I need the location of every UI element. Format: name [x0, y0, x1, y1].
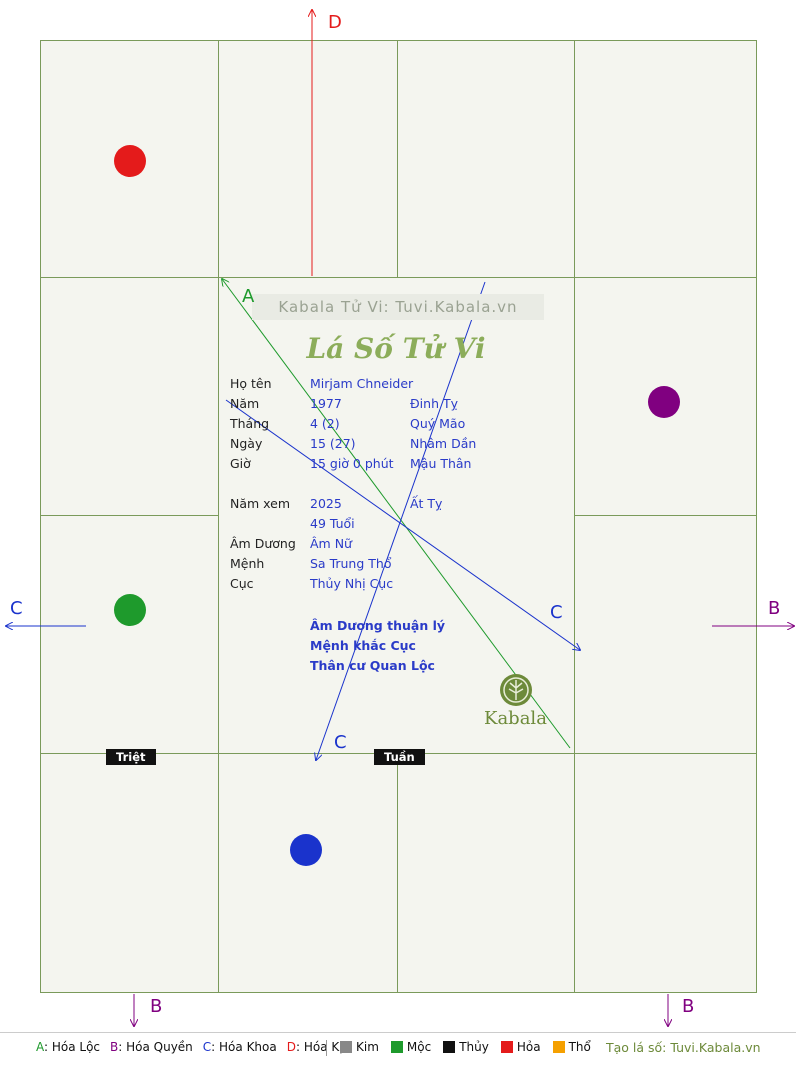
info-label: Ngày	[230, 436, 263, 451]
palace-ty[interactable]	[40, 40, 219, 278]
arrow-label-c-bottom: C	[334, 732, 347, 753]
info-row: Năm xem 2025 Ất Tỵ	[230, 496, 560, 512]
legend-element-item: Mộc	[390, 1040, 431, 1054]
info-label: Cục	[230, 576, 254, 591]
legend-element-item: Hỏa	[500, 1040, 541, 1054]
triet-tag: Triệt	[106, 749, 156, 765]
info-label: Giờ	[230, 456, 251, 471]
arrow-label-b-bottom-left: B	[150, 996, 163, 1017]
info-value: Thủy Nhị Cục	[310, 576, 394, 591]
info-value-2: Nhâm Dần	[410, 436, 477, 451]
info-row: Năm 1977 Đinh Tỵ	[230, 396, 560, 412]
info-value-2: Mậu Thân	[410, 456, 472, 471]
info-value: 15 (27)	[310, 436, 356, 451]
note-line: Âm Dương thuận lý	[310, 618, 446, 633]
info-value: 49 Tuổi	[310, 516, 355, 531]
info-value: Sa Trung Thổ	[310, 556, 392, 571]
arrow-label-d: D	[328, 12, 342, 33]
arrow-label-c-left: C	[10, 598, 23, 619]
info-row: Giờ 15 giờ 0 phút Mậu Thân	[230, 456, 560, 472]
transformation-badge	[114, 594, 146, 626]
palace-thin[interactable]	[40, 277, 219, 516]
arrow-label-b-bottom-right: B	[682, 996, 695, 1017]
palace-tuat[interactable]	[574, 515, 757, 754]
kabala-tree-icon	[500, 674, 532, 706]
arrow-label-b-right: B	[768, 598, 781, 619]
note-line: Thân cư Quan Lộc	[310, 658, 435, 673]
chart-center-panel: Kabala Tử Vi: Tuvi.Kabala.vn Lá Số Tử Vi…	[218, 276, 574, 753]
chart-title: Lá Số Tử Vi	[306, 332, 486, 365]
legend-element-item: Thổ	[552, 1040, 591, 1054]
line-a	[222, 279, 571, 749]
palace-ti[interactable]	[397, 753, 575, 993]
palace-mao[interactable]	[40, 515, 219, 754]
info-row: Tháng 4 (2) Quý Mão	[230, 416, 560, 432]
info-value: 4 (2)	[310, 416, 340, 431]
info-label: Tháng	[230, 416, 270, 431]
legend-hoa-item: D: Hóa Kị	[286, 1040, 343, 1054]
info-row: Cục Thủy Nhị Cục	[230, 576, 560, 592]
info-value: Mirjam Chneider	[310, 376, 414, 391]
info-row: Ngày 15 (27) Nhâm Dần	[230, 436, 560, 452]
palace-ngo[interactable]	[218, 40, 398, 278]
info-value: Âm Nữ	[310, 536, 352, 551]
legend-elements: Kim Mộc Thủy Hỏa Thổ	[340, 1040, 603, 1056]
info-row: Họ tên Mirjam Chneider	[230, 376, 560, 392]
palace-hoi[interactable]	[574, 753, 757, 993]
info-value: 15 giờ 0 phút	[310, 456, 394, 471]
info-row: Mệnh Sa Trung Thổ	[230, 556, 560, 572]
line-c-diag	[225, 399, 580, 650]
legend-hoa-item: A: Hóa Lộc	[36, 1040, 101, 1054]
info-label: Năm	[230, 396, 260, 411]
palace-than[interactable]	[574, 40, 757, 278]
legend-hoa-item: C: Hóa Khoa	[202, 1040, 277, 1054]
info-row: 49 Tuổi	[230, 516, 560, 532]
line-c-down	[316, 281, 486, 760]
info-label: Âm Dương	[230, 536, 296, 551]
palace-dan[interactable]	[40, 753, 219, 993]
palace-dau[interactable]	[574, 277, 757, 516]
legend-element-item: Kim	[340, 1040, 379, 1054]
transformation-badge	[114, 145, 146, 177]
info-value: 1977	[310, 396, 342, 411]
transformation-badge	[290, 834, 322, 866]
legend-hoa: A: Hóa Lộc B: Hóa Quyền C: Hóa Khoa D: Hóa …	[36, 1040, 353, 1056]
tuan-tag: Tuần	[374, 749, 425, 765]
info-label: Mệnh	[230, 556, 265, 571]
arrow-label-a: A	[242, 286, 255, 307]
watermark-text: Kabala Tử Vi: Tuvi.Kabala.vn	[252, 294, 544, 320]
legend-divider	[0, 1032, 796, 1033]
info-label: Năm xem	[230, 496, 291, 511]
palace-suu[interactable]	[218, 753, 398, 993]
info-row: Âm Dương Âm Nữ	[230, 536, 560, 552]
kabala-brand: Kabala	[484, 708, 547, 729]
info-value-2: Quý Mão	[410, 416, 466, 431]
info-label: Họ tên	[230, 376, 272, 391]
transformation-badge	[648, 386, 680, 418]
legend-element-item: Thủy	[443, 1040, 489, 1054]
legend-separator	[326, 1040, 327, 1056]
note-line: Mệnh khắc Cục	[310, 638, 416, 653]
legend-hoa-item: B: Hóa Quyền	[110, 1040, 193, 1054]
site-credit: Tạo lá số: Tuvi.Kabala.vn	[606, 1040, 761, 1055]
palace-mui[interactable]	[397, 40, 575, 278]
info-value-2: Đinh Tỵ	[410, 396, 459, 411]
info-value: 2025	[310, 496, 342, 511]
arrow-label-c-center: C	[550, 602, 563, 623]
info-value-2: Ất Tỵ	[410, 496, 443, 511]
